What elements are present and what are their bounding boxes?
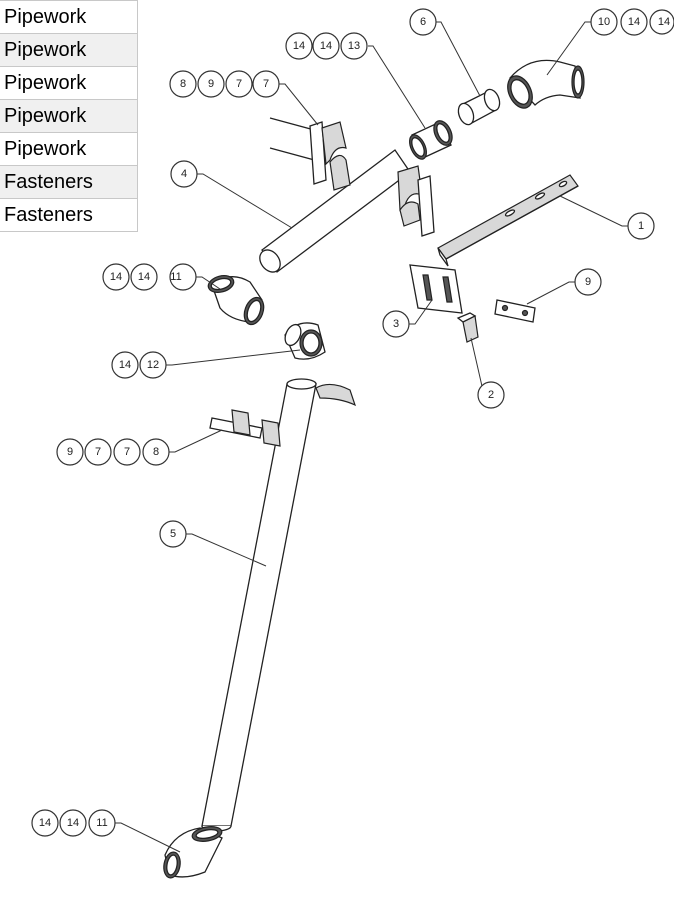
callout-label: 9 [67,446,73,458]
part-11-elbow-upper [207,274,265,326]
callout-label: 14 [138,271,150,283]
callout-label: 9 [208,78,214,90]
callout-9-7-7-8: 9 7 7 8 [56,438,170,466]
callout-label: 12 [147,359,159,371]
callout-14-12: 14 12 [111,351,167,379]
table-cell: Pipework [0,99,138,133]
callout-label: 14 [628,16,640,28]
part-pipe-clamp-upper [269,117,351,191]
parts-category-table: Pipework Pipework Pipework Pipework Pipe… [0,0,138,232]
table-cell: Pipework [0,33,138,67]
part-11-elbow-lower [163,826,223,879]
table-row: Fasteners [0,198,138,232]
table-cell: Pipework [0,0,138,34]
callout-label: 7 [236,78,242,90]
part-3-bracket [409,264,463,314]
table-row: Pipework [0,66,138,100]
callout-14-14-13: 14 14 13 [285,32,368,60]
part-9-plate [494,299,536,323]
table-cell: Fasteners [0,165,138,199]
callout-label: 1 [638,220,644,232]
callout-6: 6 [409,8,437,36]
callout-14-14-11-bottom: 14 14 11 [31,809,116,837]
callout-label: 14 [320,40,332,52]
callout-label: 3 [393,318,399,330]
callout-label: 14 [658,16,670,28]
table-cell: Fasteners [0,198,138,232]
part-2-small-bracket [456,312,479,343]
callout-label: 14 [67,817,79,829]
callout-8-9-7-7: 8 9 7 7 [169,70,280,98]
callout-label: 14 [119,359,131,371]
table-row: Pipework [0,0,138,34]
callout-label: 4 [181,168,187,180]
callout-label: 14 [39,817,51,829]
part-13-clamp-fitting [409,120,453,160]
table-row: Pipework [0,132,138,166]
callout-label: 10 [598,16,610,28]
callout-label: 9 [585,276,591,288]
callout-label: 5 [170,528,176,540]
callout-label: 8 [180,78,186,90]
part-5-long-pipe [201,378,317,832]
leader-lines [115,21,628,853]
table-row: Fasteners [0,165,138,199]
part-1-mounting-rail [437,174,579,267]
callout-label: 11 [96,817,107,829]
callout-label: 2 [488,389,494,401]
callout-9-right: 9 [574,268,602,296]
table-cell: Pipework [0,132,138,166]
table-row: Pipework [0,33,138,67]
callout-label: 13 [348,40,360,52]
callout-14-14-11-top: 14 14 11 [102,263,197,291]
callout-label: 7 [95,446,101,458]
part-6-coupling [457,88,501,126]
table-cell: Pipework [0,66,138,100]
callout-3: 3 [382,310,410,338]
callout-label: 11 [170,271,181,283]
callout-4: 4 [170,160,198,188]
callout-5: 5 [159,520,187,548]
callout-label: 14 [110,271,122,283]
part-pipe-clamp-lower [209,409,281,447]
callout-1: 1 [627,212,655,240]
callout-10-14-14: 10 14 14 [590,8,674,36]
callout-label: 14 [293,40,305,52]
callout-label: 6 [420,16,426,28]
callout-label: 7 [263,78,269,90]
part-10-elbow [507,59,585,109]
callout-label: 8 [153,446,159,458]
callout-2: 2 [477,381,505,409]
callout-label: 7 [124,446,130,458]
table-row: Pipework [0,99,138,133]
part-pipe-clamp-mid [397,165,435,237]
